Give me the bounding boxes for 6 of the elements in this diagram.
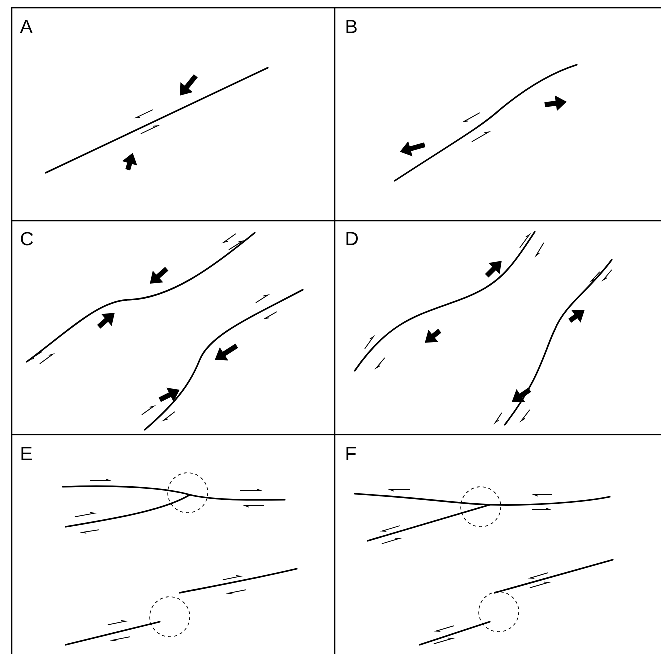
panel-letter: F bbox=[346, 447, 356, 460]
panel-letter: E bbox=[22, 447, 32, 460]
panel-letter: A bbox=[20, 20, 33, 34]
panel-letter: D bbox=[346, 232, 358, 246]
panel-letter: C bbox=[21, 232, 34, 246]
panel-letter: B bbox=[346, 20, 357, 34]
